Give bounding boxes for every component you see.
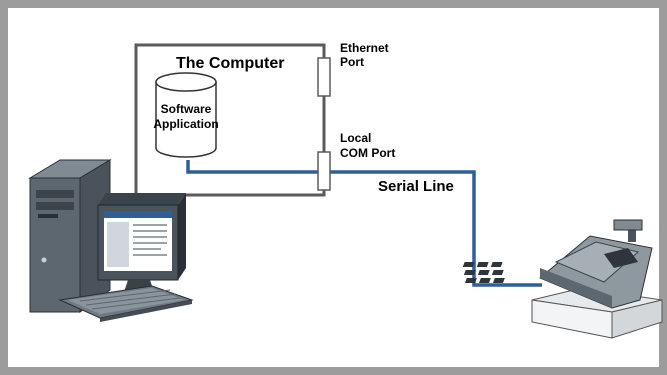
com-port-label-line2: COM Port xyxy=(340,146,395,160)
software-label-line2: Application xyxy=(153,117,218,131)
com-port-label-line1: Local xyxy=(340,131,371,145)
com-port-box xyxy=(317,151,331,191)
cash-register-icon xyxy=(462,219,663,339)
desktop-computer-icon xyxy=(28,159,194,322)
computer-box xyxy=(134,43,326,197)
software-label-line1: Software xyxy=(161,102,212,116)
ethernet-port-box xyxy=(317,57,331,97)
serial-line-label: Serial Line xyxy=(378,178,454,195)
ethernet-port-label-line2: Port xyxy=(340,55,364,69)
database-cylinder-icon xyxy=(155,72,217,158)
computer-title: The Computer xyxy=(176,55,284,72)
ethernet-port-label-line1: Ethernet xyxy=(340,41,389,55)
serial-line xyxy=(186,160,542,287)
